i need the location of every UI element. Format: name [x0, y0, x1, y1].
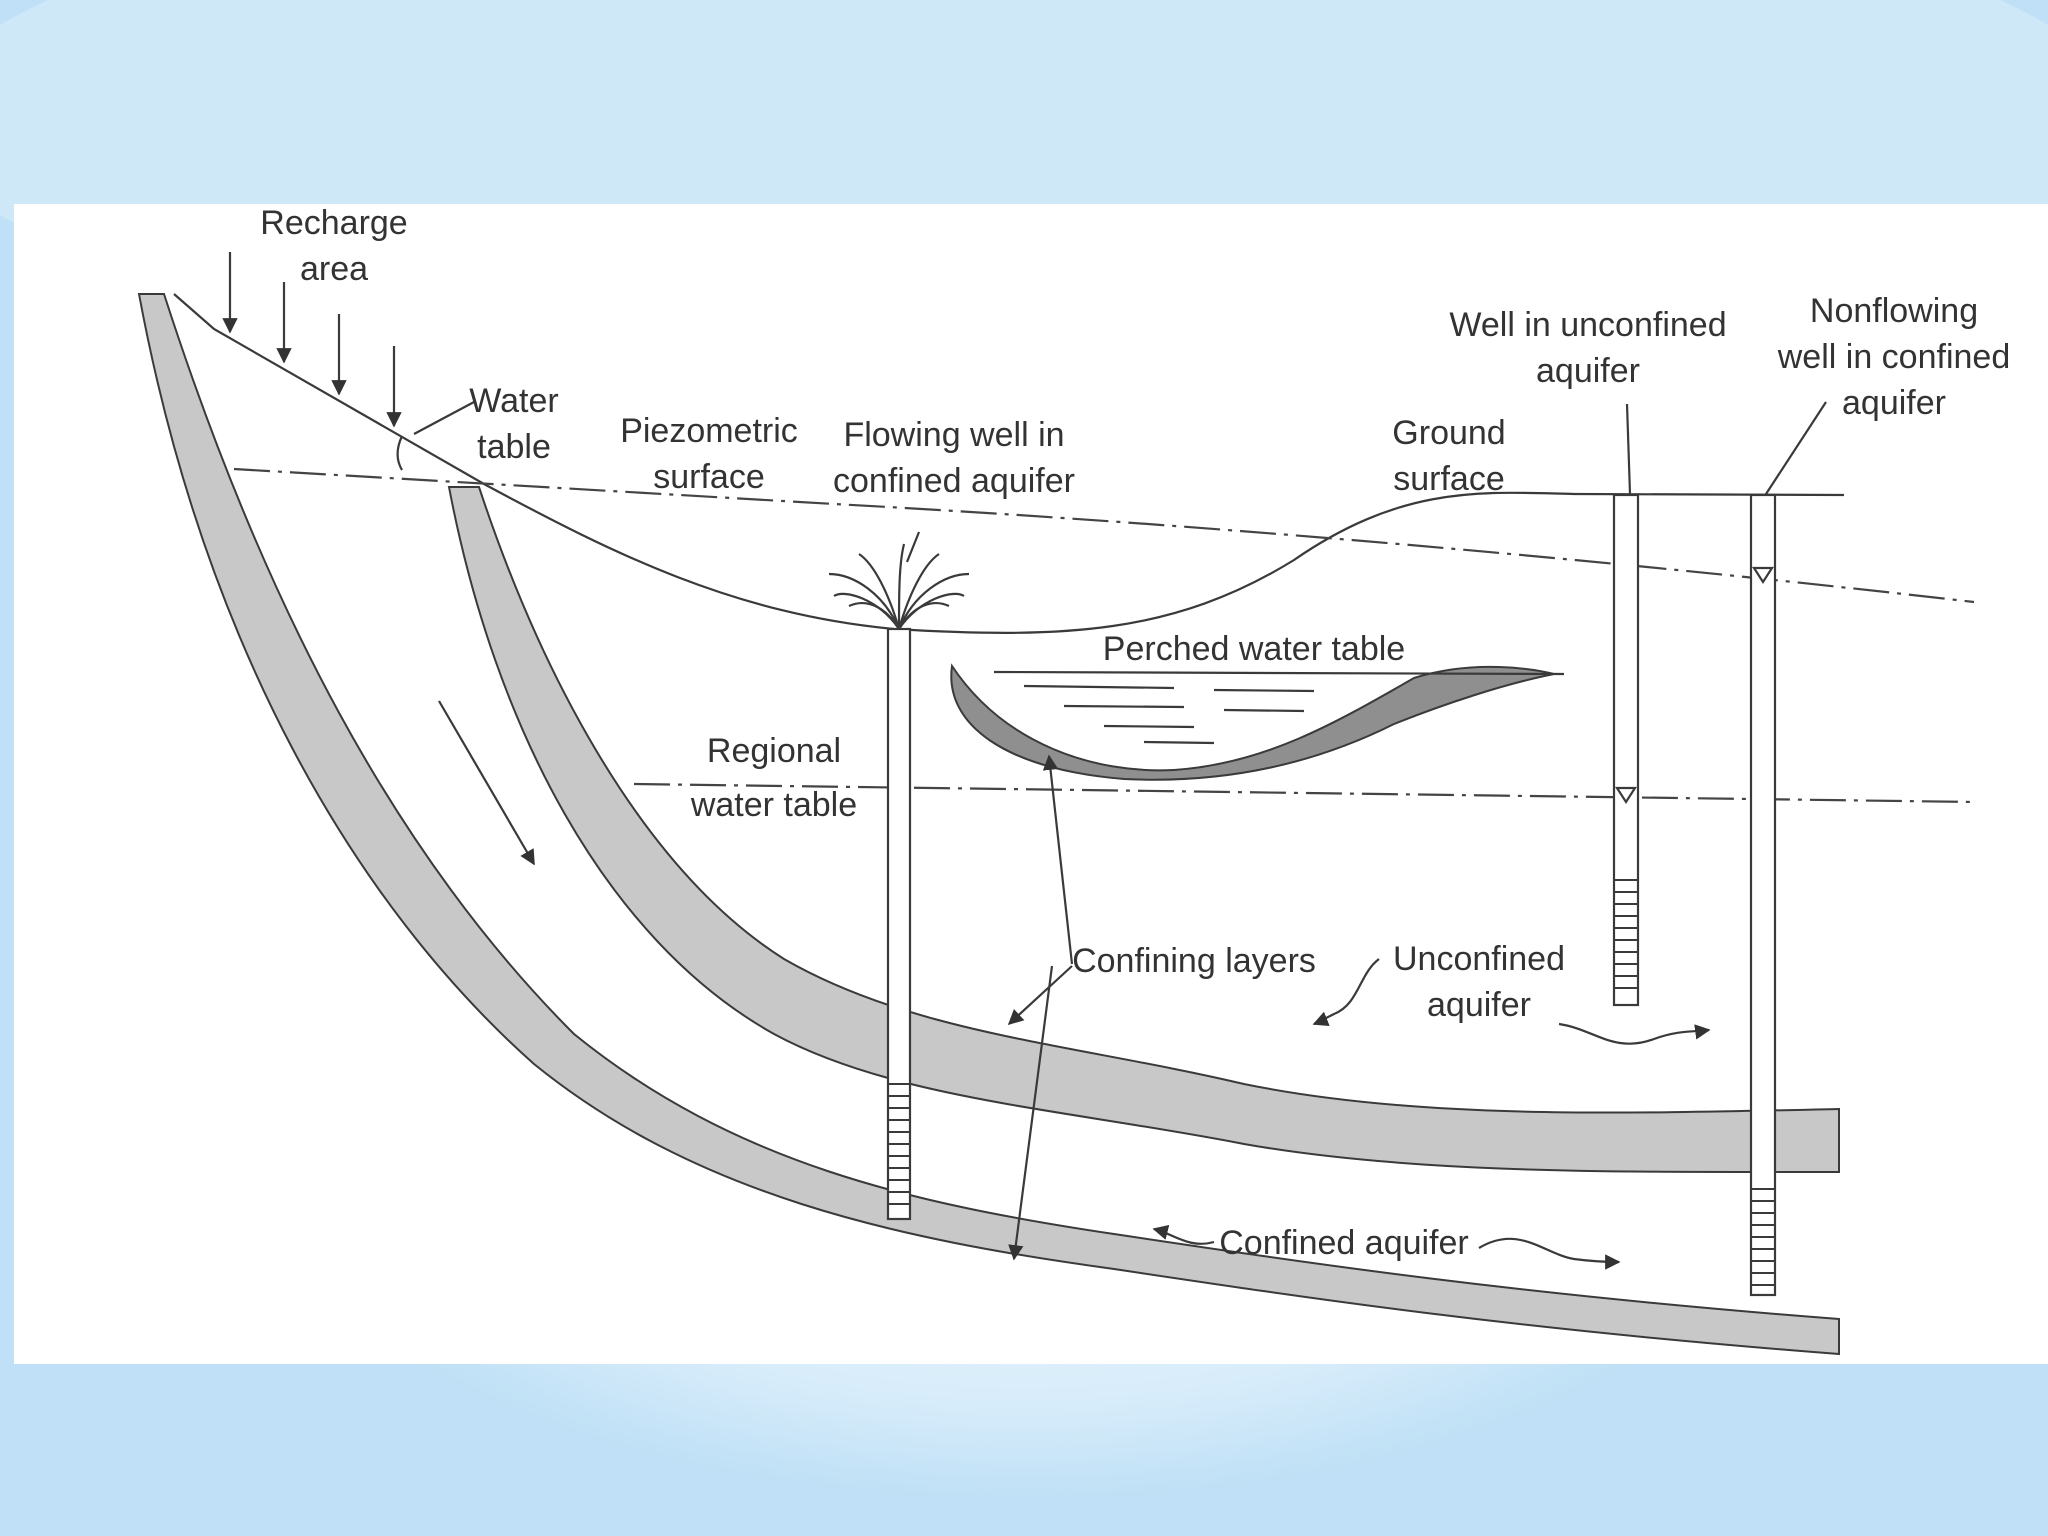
unconfined-well-water-level-symbol — [1614, 786, 1638, 805]
label-unconfined-aquifer-2: aquifer — [1427, 986, 1531, 1024]
nonflowing-well-water-level-symbol — [1751, 566, 1775, 585]
figure-panel: Recharge area Water table Piezometric su… — [14, 204, 2048, 1364]
recharge-arrows — [222, 252, 402, 428]
label-piezometric-surface-1: Piezometric — [620, 412, 798, 450]
nonflowing-well-casing — [1749, 493, 1777, 1297]
unconfined-well-casing — [1612, 493, 1640, 1007]
label-perched-water-table: Perched water table — [1103, 630, 1405, 668]
label-recharge-area-1: Recharge — [260, 204, 407, 242]
label-regional-water-table-2: water table — [690, 786, 857, 824]
lower-confining-layer — [137, 293, 1840, 1356]
label-flowing-well-2: confined aquifer — [833, 462, 1075, 500]
unconfined-well-screen — [1614, 879, 1638, 989]
label-confining-layers: Confining layers — [1072, 942, 1316, 980]
flowing-well-screen — [888, 1083, 910, 1205]
label-ground-surface-2: surface — [1393, 460, 1505, 498]
perched-lens — [950, 663, 1555, 781]
label-piezometric-surface-2: surface — [653, 458, 765, 496]
label-well-unconfined-1: Well in unconfined — [1449, 306, 1726, 344]
groundwater-diagram: Recharge area Water table Piezometric su… — [137, 204, 2010, 1356]
ground-surface-line — [173, 293, 1845, 634]
nonflowing-well-screen — [1751, 1188, 1775, 1286]
label-recharge-area-2: area — [300, 250, 368, 288]
leader-lines — [413, 401, 1827, 1270]
flow-direction-arrow — [438, 700, 535, 866]
perched-water-hatch — [1023, 684, 1315, 745]
label-water-table-1: Water — [469, 382, 558, 420]
label-unconfined-aquifer-1: Unconfined — [1393, 940, 1565, 978]
label-ground-surface-1: Ground — [1392, 414, 1505, 452]
water-table-angle-mark — [396, 435, 403, 471]
perched-water-surface — [993, 670, 1565, 676]
upper-confining-layer — [447, 486, 1840, 1174]
label-flowing-well-1: Flowing well in — [843, 416, 1064, 454]
label-nonflowing-well-1: Nonflowing — [1810, 292, 1978, 330]
fountain-spray — [828, 543, 970, 630]
label-confined-aquifer: Confined aquifer — [1219, 1224, 1469, 1262]
label-well-unconfined-2: aquifer — [1536, 352, 1640, 390]
label-regional-water-table-1: Regional — [707, 732, 841, 770]
label-nonflowing-well-3: aquifer — [1842, 384, 1946, 422]
label-water-table-2: table — [477, 428, 551, 466]
label-nonflowing-well-2: well in confined — [1777, 338, 2010, 376]
flowing-well-casing — [886, 627, 912, 1221]
